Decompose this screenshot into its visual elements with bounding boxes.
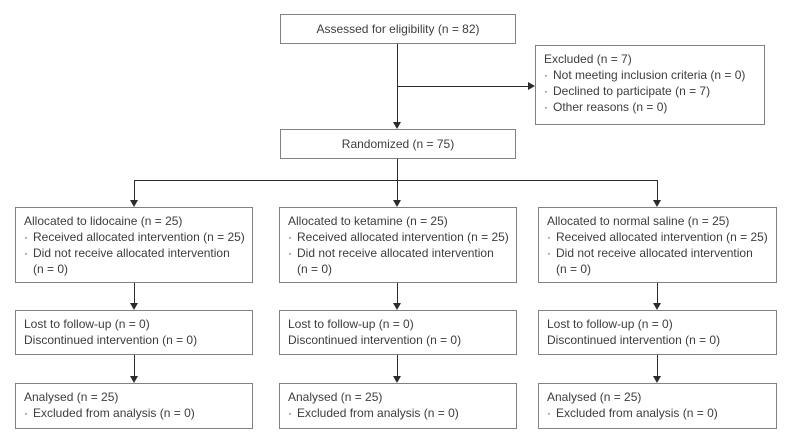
allocation-item-label: Did not receive allocated intervention (… <box>556 246 753 276</box>
arrowhead-down-randomized <box>393 122 401 129</box>
connector-followup-analysis-middle <box>397 355 398 376</box>
arrowhead-right-excluded <box>528 82 535 90</box>
allocation-item: · Received allocated intervention (n = 2… <box>547 229 770 245</box>
analysis-item-label: Excluded from analysis (n = 0) <box>33 406 195 420</box>
allocation-title: Allocated to ketamine (n = 25) <box>288 214 448 228</box>
followup-box-ketamine: Lost to follow-up (n = 0) Discontinued i… <box>279 310 517 355</box>
excluded-box: Excluded (n = 7) · Not meeting inclusion… <box>535 45 765 125</box>
connector-allocation-followup-left <box>134 283 135 303</box>
analysis-box-lidocaine: Analysed (n = 25) · Excluded from analys… <box>15 383 253 429</box>
bullet-icon: · <box>24 406 28 420</box>
allocation-item: · Did not receive allocated intervention… <box>288 245 510 277</box>
excluded-item-label: Declined to participate (n = 7) <box>553 84 711 98</box>
bullet-icon: · <box>24 246 28 260</box>
analysis-title: Analysed (n = 25) <box>288 390 383 404</box>
analysis-item: · Excluded from analysis (n = 0) <box>288 405 510 421</box>
bullet-icon: · <box>24 230 28 244</box>
allocation-item: · Did not receive allocated intervention… <box>547 245 770 277</box>
connector-branch-middle <box>397 180 398 200</box>
arrowhead-down-allocation-middle <box>393 200 401 207</box>
arrowhead-down-followup-middle <box>393 303 401 310</box>
allocation-box-ketamine: Allocated to ketamine (n = 25) · Receive… <box>279 207 517 283</box>
excluded-item: · Other reasons (n = 0) <box>544 99 758 115</box>
bullet-icon: · <box>547 246 551 260</box>
followup-line: Lost to follow-up (n = 0) <box>547 317 673 331</box>
connector-followup-analysis-left <box>134 355 135 376</box>
excluded-item: · Declined to participate (n = 7) <box>544 83 758 99</box>
followup-box-lidocaine: Lost to follow-up (n = 0) Discontinued i… <box>15 310 253 355</box>
analysis-title: Analysed (n = 25) <box>547 390 642 404</box>
connector-to-excluded <box>397 86 528 87</box>
allocation-box-normal-saline: Allocated to normal saline (n = 25) · Re… <box>538 207 777 283</box>
arrowhead-down-followup-left <box>130 303 138 310</box>
arrowhead-down-followup-right <box>653 303 661 310</box>
allocation-title: Allocated to normal saline (n = 25) <box>547 214 730 228</box>
allocation-item: · Received allocated intervention (n = 2… <box>24 229 246 245</box>
arrowhead-down-analysis-right <box>653 376 661 383</box>
analysis-item: · Excluded from analysis (n = 0) <box>24 405 246 421</box>
followup-box-normal-saline: Lost to follow-up (n = 0) Discontinued i… <box>538 310 777 355</box>
allocation-box-lidocaine: Allocated to lidocaine (n = 25) · Receiv… <box>15 207 253 283</box>
connector-allocation-followup-right <box>657 283 658 303</box>
connector-branch-right <box>657 180 658 200</box>
allocation-item-label: Received allocated intervention (n = 25) <box>297 230 509 244</box>
excluded-item-label: Other reasons (n = 0) <box>553 100 668 114</box>
arrowhead-down-analysis-middle <box>393 376 401 383</box>
excluded-item-label: Not meeting inclusion criteria (n = 0) <box>553 68 746 82</box>
followup-line: Discontinued intervention (n = 0) <box>24 333 198 347</box>
randomized-label: Randomized (n = 75) <box>341 137 455 151</box>
allocation-item: · Received allocated intervention (n = 2… <box>288 229 510 245</box>
allocation-item-label: Did not receive allocated intervention (… <box>33 246 230 276</box>
allocation-item-label: Received allocated intervention (n = 25) <box>556 230 768 244</box>
bullet-icon: · <box>544 68 548 82</box>
followup-line: Discontinued intervention (n = 0) <box>288 333 462 347</box>
connector-randomized-stem <box>397 159 398 180</box>
arrowhead-down-analysis-left <box>130 376 138 383</box>
randomized-box: Randomized (n = 75) <box>280 129 516 159</box>
bullet-icon: · <box>544 100 548 114</box>
allocation-item: · Did not receive allocated intervention… <box>24 245 246 277</box>
connector-allocation-followup-middle <box>397 283 398 303</box>
analysis-item: · Excluded from analysis (n = 0) <box>547 405 770 421</box>
analysis-box-normal-saline: Analysed (n = 25) · Excluded from analys… <box>538 383 777 429</box>
followup-line: Discontinued intervention (n = 0) <box>547 333 721 347</box>
bullet-icon: · <box>288 406 292 420</box>
connector-followup-analysis-right <box>657 355 658 376</box>
bullet-icon: · <box>288 246 292 260</box>
connector-branch-bar <box>134 180 658 181</box>
analysis-item-label: Excluded from analysis (n = 0) <box>297 406 459 420</box>
followup-line: Lost to follow-up (n = 0) <box>288 317 414 331</box>
arrowhead-down-allocation-left <box>130 200 138 207</box>
bullet-icon: · <box>288 230 292 244</box>
analysis-box-ketamine: Analysed (n = 25) · Excluded from analys… <box>279 383 517 429</box>
excluded-item: · Not meeting inclusion criteria (n = 0) <box>544 67 758 83</box>
allocation-title: Allocated to lidocaine (n = 25) <box>24 214 183 228</box>
bullet-icon: · <box>547 230 551 244</box>
analysis-title: Analysed (n = 25) <box>24 390 119 404</box>
allocation-item-label: Did not receive allocated intervention (… <box>297 246 494 276</box>
allocation-item-label: Received allocated intervention (n = 25) <box>33 230 245 244</box>
assessed-label: Assessed for eligibility (n = 82) <box>316 22 480 36</box>
arrowhead-down-allocation-right <box>653 200 661 207</box>
bullet-icon: · <box>544 84 548 98</box>
excluded-title: Excluded (n = 7) <box>544 52 632 66</box>
bullet-icon: · <box>547 406 551 420</box>
analysis-item-label: Excluded from analysis (n = 0) <box>556 406 718 420</box>
followup-line: Lost to follow-up (n = 0) <box>24 317 150 331</box>
assessed-box: Assessed for eligibility (n = 82) <box>280 14 516 44</box>
connector-branch-left <box>134 180 135 200</box>
connector-assessed-randomized <box>397 44 398 122</box>
